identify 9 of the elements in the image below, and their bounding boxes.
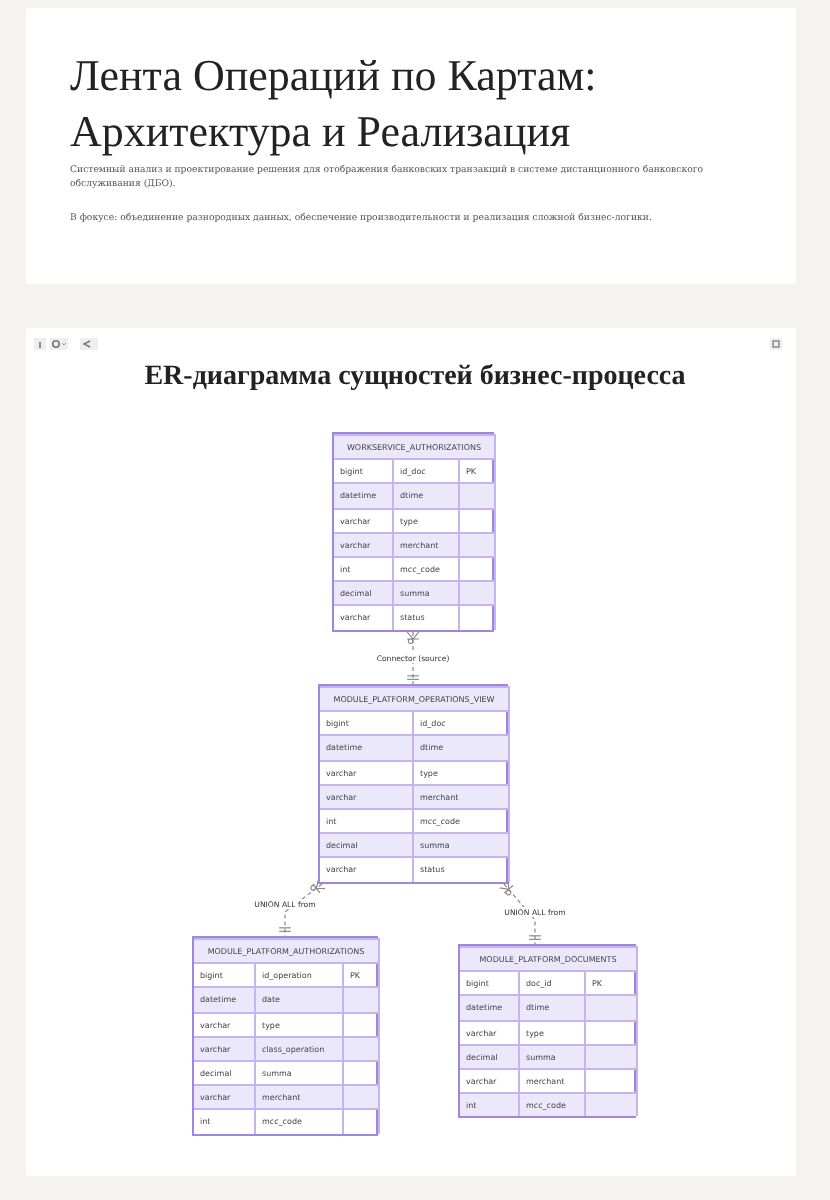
relationship-line [499,879,541,945]
entity-table [458,944,636,1119]
entity-table [332,432,494,632]
entity-table [192,936,378,1136]
relationship-line [406,631,420,685]
page-heading: Лента Операций по Картам: Архитектура и Реализация [70,48,599,160]
relationship-line [279,878,327,937]
diagram-title: ER-диаграмма сущностей бизнес-процесса [142,360,688,396]
entity-table [318,684,508,884]
